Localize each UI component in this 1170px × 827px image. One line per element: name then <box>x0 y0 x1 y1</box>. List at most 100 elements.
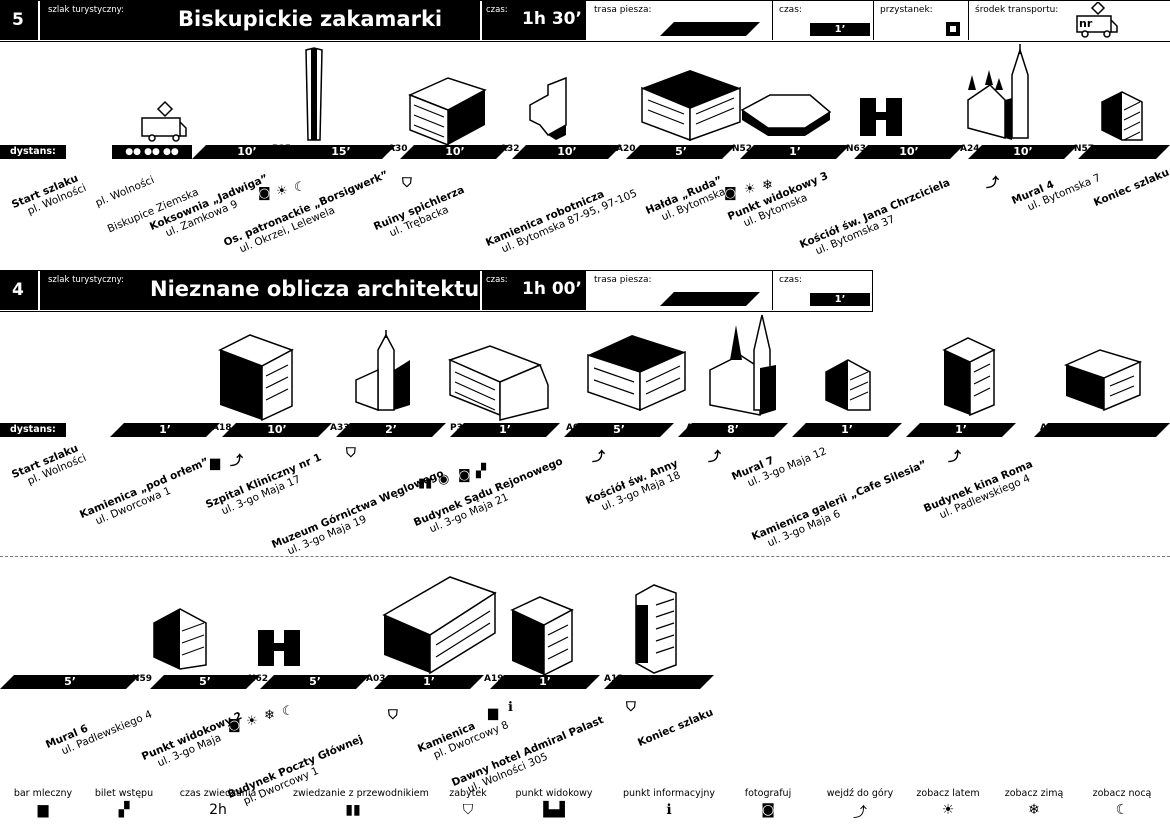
route5-number-box: 5 <box>0 0 38 40</box>
binoculars-icon: ▙▟ <box>543 802 565 818</box>
legend-item-monument: zabytek⛉ <box>408 788 528 818</box>
route5-walk-label: trasa piesza: <box>594 5 652 15</box>
snowflake-icon: ❄ <box>1028 802 1040 818</box>
legend-label: zobacz zimą <box>1004 788 1064 799</box>
route5-stop-12: Koniec szlaku <box>1092 166 1170 220</box>
route4-time-label: czas: <box>486 275 508 285</box>
route5-segment-2: 15’ <box>286 145 396 159</box>
legend-item-sun: zobacz latem☀ <box>888 788 1008 818</box>
route4-code-4: A04 <box>566 423 586 433</box>
route4-segment-3: 2’ <box>336 423 446 437</box>
monument-icon: ⛉ <box>626 700 636 715</box>
route5-segment-8: 10’ <box>968 145 1078 159</box>
route5-time-value: 1h 30’ <box>522 9 582 29</box>
route4-code2-5: A12 <box>604 674 624 684</box>
route4-segment2-start: 5’ <box>0 675 140 689</box>
route4-stop-2-name: Kamienica „pod orłem” <box>78 455 211 522</box>
route4-stop-3-name: Szpital Kliniczny nr 1 <box>204 451 324 512</box>
moon-icon: ☾ <box>282 704 294 719</box>
monument-icon: ⛉ <box>402 176 412 191</box>
cup-icon: ▆ <box>488 706 498 721</box>
route4-segment-4-label: 1’ <box>499 423 511 436</box>
climb-icon: ⤴ <box>592 450 606 465</box>
route4-code-5: A22 <box>686 423 706 433</box>
court-building <box>587 335 686 412</box>
sun-icon: ☀ <box>276 184 288 199</box>
route4-segment-5-label: 5’ <box>613 423 625 436</box>
slag-heap-building <box>740 94 832 136</box>
climb-icon: ⤴ <box>708 450 722 465</box>
st-john-church-building <box>967 44 1029 140</box>
legend-label: zabytek <box>449 788 487 799</box>
route4-code-2: A33 <box>330 423 350 433</box>
route5-segment-1: 10’ <box>192 145 302 159</box>
snowflake-icon: ❄ <box>264 708 275 723</box>
route4-segment2-5-label: 1’ <box>539 675 551 688</box>
route5-number: 5 <box>12 10 24 30</box>
route4-code-6: N60 <box>804 423 825 433</box>
route4-code2-4: A19 <box>484 674 504 684</box>
route4-segment2-3-label: 5’ <box>309 675 321 688</box>
route5-walk-time-label: czas: <box>779 5 802 15</box>
climb-icon: ⤴ <box>853 805 867 821</box>
route4-segment-6: 8’ <box>678 423 788 437</box>
guide-icon: ▮▮ <box>345 802 361 818</box>
route5-segment-8-label: 10’ <box>1013 145 1033 158</box>
route5-segment-4: 10’ <box>512 145 622 159</box>
route4-segment-6-label: 8’ <box>727 423 739 436</box>
chimney-building <box>305 47 323 141</box>
route5-walk-bar <box>660 22 760 36</box>
route4-code2-1: N59 <box>132 674 153 684</box>
route4-buildings-part2 <box>153 576 677 675</box>
camera-icon: ◙ <box>228 718 241 733</box>
route4-segment2-4: 1’ <box>374 675 484 689</box>
moon-icon: ☾ <box>1115 802 1129 818</box>
st-anne-church-building <box>709 314 776 416</box>
route5-code-7: A24 <box>960 144 980 154</box>
route4-segment-8: 1’ <box>906 423 1016 437</box>
route4-buildings <box>218 314 1143 422</box>
route5-transport-value: nr <box>1079 17 1093 30</box>
bus-icon <box>141 100 187 142</box>
sun-icon: ☀ <box>941 802 955 818</box>
clock-icon: ◉ <box>438 472 450 487</box>
climb-icon: ⤴ <box>230 454 244 469</box>
route5-segment-4-label: 10’ <box>557 145 577 158</box>
route4-segment-3-label: 2’ <box>385 423 397 436</box>
kamienica-dworcowy-building <box>510 596 574 675</box>
route5-stop-3-name <box>90 218 95 229</box>
route4-number: 4 <box>12 280 24 300</box>
route5-time-box: czas: 1h 30’ <box>482 0 586 40</box>
route4-code-7: A17 <box>922 423 942 433</box>
route4-segment-1: 1’ <box>110 423 220 437</box>
legend-label: zobacz nocą <box>1092 788 1152 799</box>
camera-icon: ◙ <box>258 186 271 201</box>
post-office-building <box>382 576 497 675</box>
route5-code-8: N57 <box>1074 144 1095 154</box>
stop-square-icon <box>946 22 960 36</box>
climb-icon: ⤴ <box>986 176 1000 191</box>
route5-code-1: P35 <box>272 144 292 154</box>
route5-segment-6-label: 1’ <box>789 145 801 158</box>
clock-icon: 2h <box>209 802 227 818</box>
legend-item-camera: fotografuj◙ <box>708 788 828 818</box>
guide-icon: ▮▮ <box>418 476 433 491</box>
viewpoint2-binoculars <box>258 630 300 666</box>
route5-stop-cell: przystanek: <box>874 0 969 40</box>
route4-segment2-end <box>604 675 714 689</box>
legend-label: bilet wstępu <box>94 788 154 799</box>
cup-icon: ▆ <box>37 802 49 818</box>
route5-buildings <box>141 44 1143 147</box>
route4-segment2-2: 5’ <box>150 675 260 689</box>
route4-number-box: 4 <box>0 270 38 310</box>
route5-segment-7-label: 10’ <box>899 145 919 158</box>
route4-segment2-4-label: 1’ <box>423 675 435 688</box>
route5-title-box: szlak turystyczny: Biskupickie zakamarki <box>40 0 480 40</box>
route4-code-1: A18 <box>212 423 232 433</box>
route4-time-box: czas: 1h 00’ <box>482 270 586 310</box>
route5-stop-12-name: Koniec szlaku <box>1092 166 1170 210</box>
